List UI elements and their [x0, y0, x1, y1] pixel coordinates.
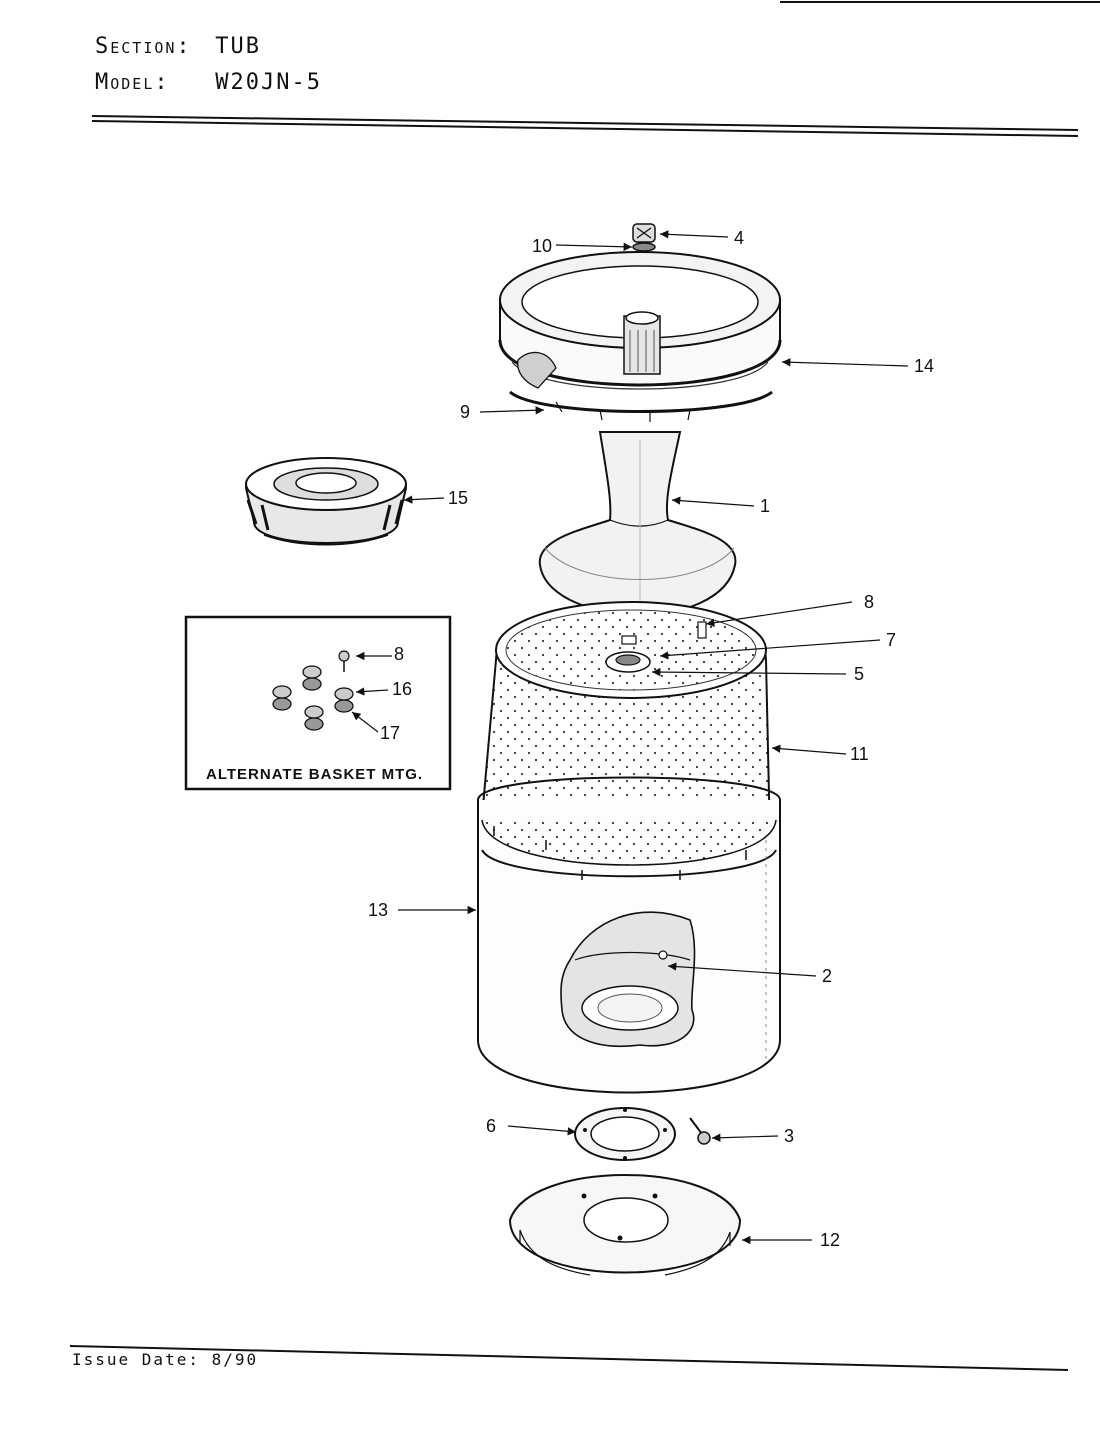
inset-caption: ALTERNATE BASKET MTG. [206, 766, 423, 783]
leader-lines [398, 230, 909, 1245]
section-value: TUB [215, 34, 261, 59]
section-row: Section: TUB [95, 34, 261, 59]
model-value: W20JN-5 [215, 70, 322, 95]
part-1-agitator [538, 431, 737, 617]
callout-1: 1 [760, 496, 770, 516]
part-4-cap [632, 223, 656, 243]
part-9-gasket [509, 390, 773, 422]
part-2-sump [560, 911, 696, 1048]
model-row: Model: W20JN-5 [95, 70, 322, 95]
inset-alternate-basket-mtg: ALTERNATE BASKET MTG. 8 16 17 [184, 615, 452, 791]
part-6-flange [574, 1107, 676, 1161]
callout-10: 10 [532, 236, 552, 256]
callout-5: 5 [854, 664, 864, 684]
footer-rule [69, 1345, 1069, 1371]
callout-12: 12 [820, 1230, 840, 1250]
inset-callout-8: 8 [394, 644, 404, 664]
callout-6: 6 [486, 1116, 496, 1136]
callout-4: 4 [734, 228, 744, 248]
inset-callout-16: 16 [392, 679, 412, 699]
header-rule [91, 1, 1100, 137]
part-13-outer-tub [477, 776, 781, 1094]
part-15-dispenser [244, 457, 408, 546]
callout-13: 13 [368, 900, 388, 920]
callout-labels: 10 4 14 9 15 1 8 7 5 11 13 2 6 3 12 [368, 228, 934, 1250]
model-label: Model: [95, 70, 170, 95]
section-label: Section: [95, 34, 192, 59]
part-3-screw [689, 1117, 711, 1145]
callout-15: 15 [448, 488, 468, 508]
inset-callout-17: 17 [380, 723, 400, 743]
callout-8: 8 [864, 592, 874, 612]
callout-7: 7 [886, 630, 896, 650]
callout-9: 9 [460, 402, 470, 422]
part-10-washer [632, 242, 656, 252]
issue-date: Issue Date: 8/90 [72, 1350, 259, 1369]
callout-11: 11 [850, 744, 869, 764]
callout-14: 14 [914, 356, 934, 376]
part-12-base-plate [508, 1174, 742, 1276]
inset-mount-parts [272, 650, 354, 731]
part-14-tub-ring [498, 251, 782, 390]
part-11-basket [478, 601, 772, 871]
callout-3: 3 [784, 1126, 794, 1146]
callout-2: 2 [822, 966, 832, 986]
